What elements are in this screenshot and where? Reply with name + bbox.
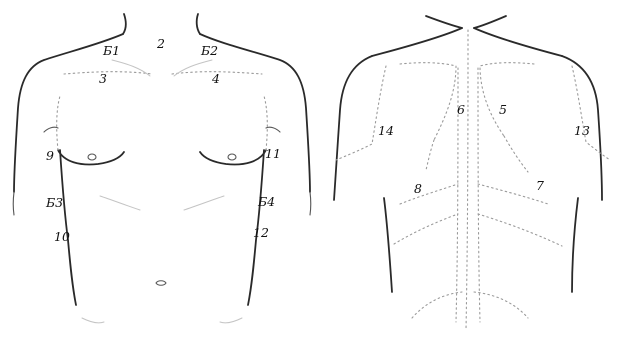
front-side-left (60, 150, 76, 305)
label-b1: Б1 (103, 45, 120, 58)
front-hip-right (220, 318, 242, 323)
back-ribs-left (400, 184, 458, 204)
back-side-left (384, 198, 392, 292)
front-arm-left-inner (13, 192, 14, 215)
label-5: 5 (499, 104, 507, 117)
front-axilla-left (44, 127, 58, 132)
front-pectoral-right (200, 150, 266, 164)
label-b2: Б2 (201, 45, 218, 58)
label-4: 4 (212, 73, 220, 86)
back-spine-line (466, 30, 468, 330)
back-neck-right (474, 16, 506, 28)
front-nipple-left (88, 154, 96, 160)
label-9: 9 (46, 150, 54, 163)
back-pelvis-left (412, 292, 462, 318)
front-pectoral-left (58, 150, 124, 164)
label-6: 6 (457, 104, 465, 117)
front-pectoral-left-dotted (57, 96, 60, 150)
front-clavicle-right-upper (174, 60, 212, 76)
label-7: 7 (536, 180, 544, 193)
back-scapula-right (480, 63, 534, 136)
back-scapula-left-lower (426, 140, 434, 170)
label-10: 10 (54, 231, 70, 244)
back-scapula-left (400, 63, 456, 140)
back-scapula-right-lower (504, 136, 528, 172)
front-neck-left (123, 14, 126, 34)
back-lumbar-right (478, 214, 562, 246)
back-shoulder-left (334, 56, 372, 200)
back-pelvis-right (474, 292, 528, 318)
back-lumbar-left (394, 214, 458, 244)
front-rib-left (100, 196, 140, 210)
front-neck-right (197, 14, 200, 34)
label-8: 8 (414, 183, 422, 196)
label-14: 14 (378, 125, 394, 138)
front-rib-right (184, 196, 224, 210)
front-axilla-right (266, 127, 280, 132)
front-navel (156, 281, 166, 286)
front-nipple-right (228, 154, 236, 160)
label-b4: Б4 (258, 196, 275, 209)
label-13: 13 (574, 125, 590, 138)
back-neck-left (426, 16, 462, 28)
label-b3: Б3 (46, 197, 63, 210)
back-torso (334, 16, 610, 330)
front-torso (13, 14, 311, 323)
front-arm-right-inner (310, 192, 311, 215)
back-trapezius-left (372, 28, 462, 56)
back-paravertebral-right (478, 68, 480, 322)
label-2: 2 (157, 38, 165, 51)
label-12: 12 (253, 227, 269, 240)
label-11: 11 (265, 148, 281, 161)
front-hip-left (82, 318, 104, 323)
label-3: 3 (99, 73, 107, 86)
back-deltoid-left (336, 66, 386, 160)
front-pectoral-right-dotted (264, 96, 267, 150)
back-trapezius-right (474, 28, 562, 56)
back-side-right (572, 198, 578, 292)
front-clavicle-left (64, 72, 152, 74)
